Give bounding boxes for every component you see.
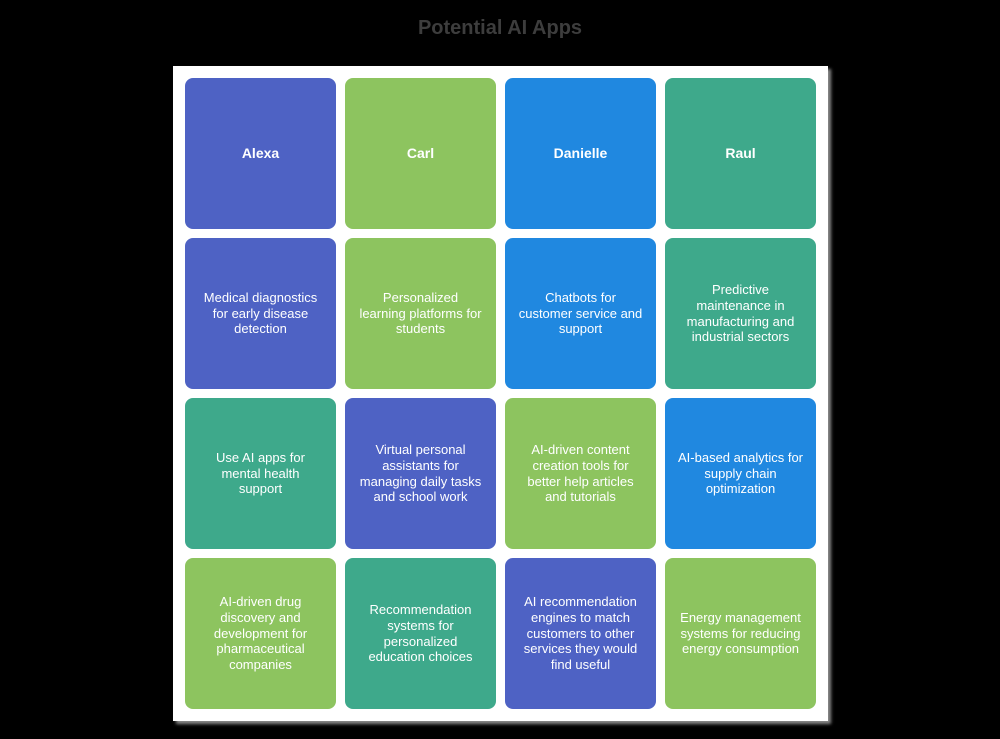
column-header-raul: Raul bbox=[665, 78, 816, 229]
idea-tile: Use AI apps for mental health support bbox=[185, 398, 336, 549]
idea-tile: Energy management systems for reducing e… bbox=[665, 558, 816, 709]
idea-tile: Recommendation systems for personalized … bbox=[345, 558, 496, 709]
idea-tile: AI recommendation engines to match custo… bbox=[505, 558, 656, 709]
idea-tile: Personalized learning platforms for stud… bbox=[345, 238, 496, 389]
idea-tile: AI-driven drug discovery and development… bbox=[185, 558, 336, 709]
idea-tile: Virtual personal assistants for managing… bbox=[345, 398, 496, 549]
idea-tile: AI-driven content creation tools for bet… bbox=[505, 398, 656, 549]
grid-panel: Alexa Carl Danielle Raul Medical diagnos… bbox=[173, 66, 828, 721]
column-header-danielle: Danielle bbox=[505, 78, 656, 229]
idea-tile: AI-based analytics for supply chain opti… bbox=[665, 398, 816, 549]
tiles-grid: Alexa Carl Danielle Raul Medical diagnos… bbox=[185, 78, 816, 709]
idea-tile: Predictive maintenance in manufacturing … bbox=[665, 238, 816, 389]
chart-title: Potential AI Apps bbox=[417, 17, 583, 39]
column-header-carl: Carl bbox=[345, 78, 496, 229]
column-header-alexa: Alexa bbox=[185, 78, 336, 229]
idea-tile: Chatbots for customer service and suppor… bbox=[505, 238, 656, 389]
idea-tile: Medical diagnostics for early disease de… bbox=[185, 238, 336, 389]
